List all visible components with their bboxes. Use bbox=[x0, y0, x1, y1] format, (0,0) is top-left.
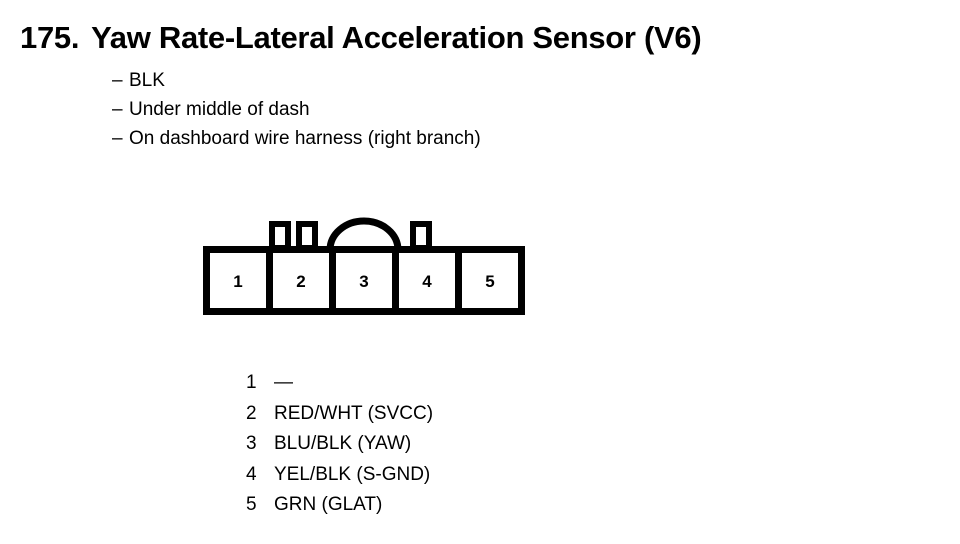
pin-number: 4 bbox=[246, 463, 257, 485]
pin-label: RED/WHT (SVCC) bbox=[274, 402, 434, 424]
pin-number: 1 bbox=[246, 372, 257, 393]
notes-list: – BLK – Under middle of dash – On dashbo… bbox=[112, 70, 812, 157]
pin-label: GRN (GLAT) bbox=[274, 494, 383, 515]
pin-legend-row: 3 BLU/BLK (YAW) bbox=[246, 433, 666, 464]
connector-diagram: 1 2 3 4 5 bbox=[195, 214, 535, 319]
page-title: 175. Yaw Rate-Lateral Acceleration Senso… bbox=[20, 20, 940, 60]
note-item-label: Under middle of dash bbox=[129, 99, 310, 120]
pin-legend-list: 1 — 2 RED/WHT (SVCC) 3 BLU/BLK (YAW) 4 Y… bbox=[246, 372, 666, 525]
pin-legend-row: 5 GRN (GLAT) bbox=[246, 494, 666, 525]
note-item: – BLK bbox=[112, 70, 812, 99]
cavity-dividers bbox=[266, 249, 462, 312]
dash-bullet-icon: – bbox=[112, 99, 123, 120]
note-item: – Under middle of dash bbox=[112, 99, 812, 128]
cavity-number-3: 3 bbox=[359, 272, 368, 291]
pin-label: — bbox=[274, 372, 293, 393]
pin-legend-row: 4 YEL/BLK (S-GND) bbox=[246, 464, 666, 495]
note-item-label: On dashboard wire harness (right branch) bbox=[129, 128, 481, 149]
locking-tab-icon bbox=[410, 221, 432, 251]
connector-body bbox=[203, 246, 525, 315]
locking-tab-icon bbox=[269, 221, 291, 251]
page-title-number: 175. bbox=[20, 20, 80, 55]
cavity-number-4: 4 bbox=[422, 272, 432, 291]
connector-top-tabs bbox=[269, 217, 432, 251]
arch-latch-icon bbox=[326, 217, 402, 251]
pin-legend-row: 1 — bbox=[246, 372, 666, 403]
pin-label: YEL/BLK (S-GND) bbox=[274, 463, 431, 485]
note-item: – On dashboard wire harness (right branc… bbox=[112, 128, 812, 157]
locking-tab-icon bbox=[296, 221, 318, 251]
pin-label: BLU/BLK (YAW) bbox=[274, 433, 412, 454]
cavity-number-2: 2 bbox=[296, 272, 305, 291]
pin-number: 5 bbox=[246, 494, 257, 515]
cavity-number-1: 1 bbox=[233, 272, 242, 291]
pin-legend-row: 2 RED/WHT (SVCC) bbox=[246, 403, 666, 434]
dash-bullet-icon: – bbox=[112, 70, 123, 91]
dash-bullet-icon: – bbox=[112, 128, 123, 149]
note-item-label: BLK bbox=[129, 70, 165, 91]
cavity-number-5: 5 bbox=[485, 272, 494, 291]
cavity-numbers: 1 2 3 4 5 bbox=[233, 272, 494, 291]
pin-number: 3 bbox=[246, 433, 257, 454]
pin-number: 2 bbox=[246, 402, 257, 424]
page-title-text: Yaw Rate-Lateral Acceleration Sensor (V6… bbox=[91, 20, 702, 55]
